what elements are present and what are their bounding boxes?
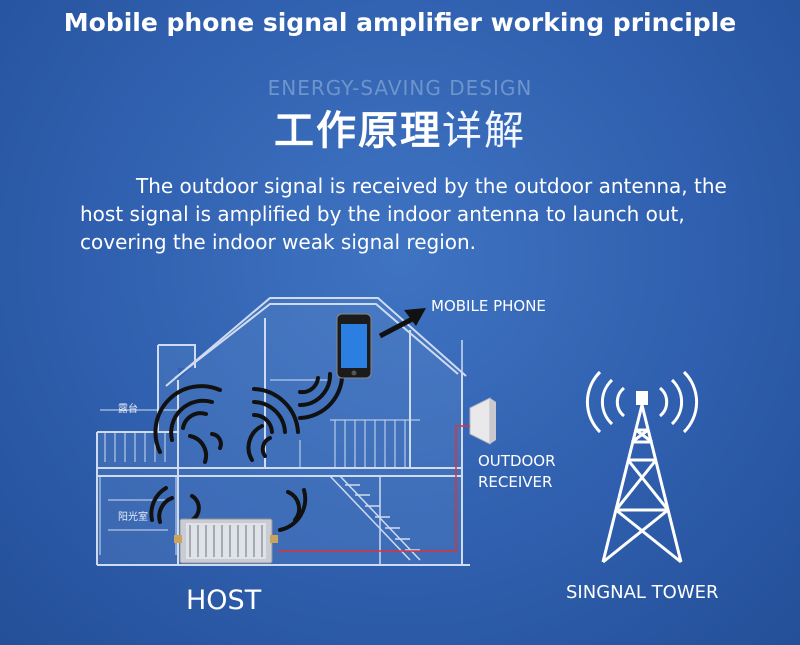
- outdoor-receiver-label: OUTDOOR RECEIVER: [478, 451, 556, 493]
- subtitle-chinese: 工作原理详解: [0, 98, 800, 156]
- description-text: The outdoor signal is received by the ou…: [80, 174, 727, 254]
- indoor-signal-waves: [149, 368, 345, 532]
- outdoor-receiver-label-line1: OUTDOOR: [478, 452, 556, 470]
- outdoor-antenna-icon: [469, 397, 496, 445]
- subtitle-english: ENERGY-SAVING DESIGN: [267, 76, 533, 100]
- arrow-icon: [378, 308, 426, 339]
- outdoor-receiver-label-line2: RECEIVER: [478, 473, 553, 491]
- mobile-phone-icon: [336, 313, 372, 379]
- subtitle-chinese-light: 详解: [442, 108, 526, 154]
- antenna-cable: [278, 425, 470, 552]
- sunroom-label: 阳光室: [118, 510, 148, 523]
- host-label: HOST: [186, 585, 262, 616]
- host-device-icon: [174, 518, 278, 564]
- subtitle-chinese-bold: 工作原理: [274, 108, 442, 154]
- balcony-label: 露台: [118, 402, 138, 415]
- page-title: Mobile phone signal amplifier working pr…: [63, 8, 737, 37]
- mobile-phone-label: MOBILE PHONE: [431, 297, 546, 315]
- signal-tower-label: SINGNAL TOWER: [566, 582, 719, 603]
- description-block: The outdoor signal is received by the ou…: [80, 172, 745, 256]
- signal-tower-icon: [585, 370, 699, 564]
